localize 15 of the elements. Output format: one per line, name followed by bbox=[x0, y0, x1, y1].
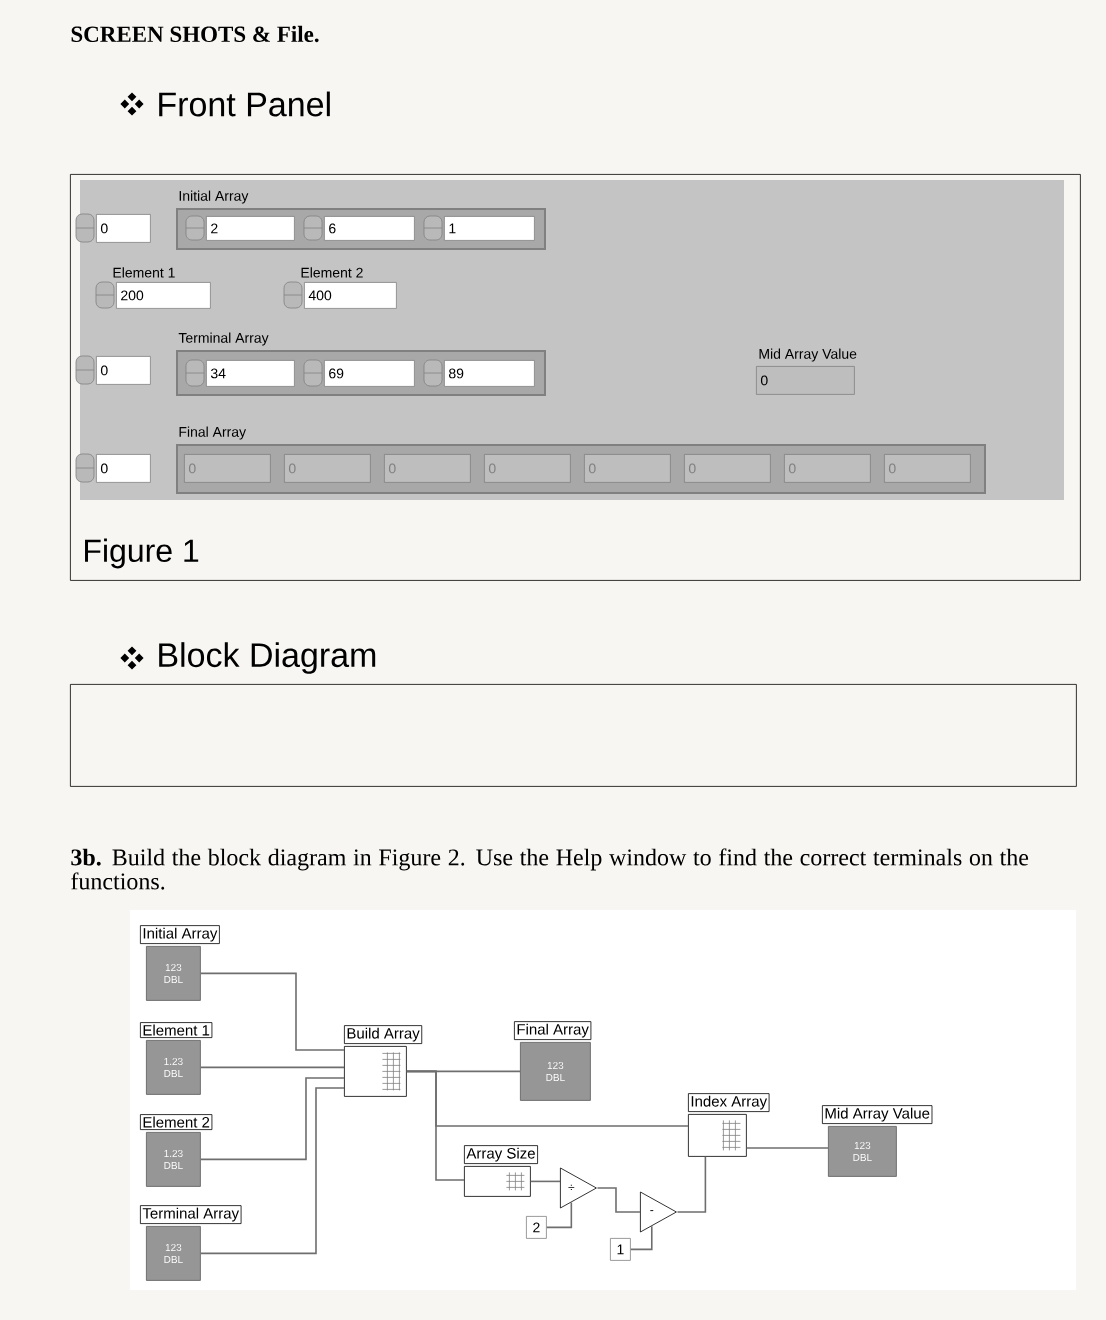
title: SCREEN SHOTS & File. bbox=[71, 25, 319, 43]
wire bbox=[746, 1147, 829, 1149]
wire bbox=[200, 1087, 345, 1255]
empty-box bbox=[70, 684, 1077, 787]
section-heading: Front Panel bbox=[159, 91, 330, 117]
wire bbox=[596, 1187, 641, 1213]
wire bbox=[630, 1225, 653, 1251]
wire bbox=[530, 1180, 561, 1183]
wire bbox=[406, 1070, 689, 1127]
wire bbox=[546, 1201, 573, 1229]
instruction-text: 3b. Build the block diagram in Figure 2. Use the Help window to find the correct terminals on the functions. bbox=[71, 848, 1029, 890]
wire bbox=[200, 972, 345, 1051]
wire bbox=[200, 1066, 345, 1069]
wire bbox=[676, 1156, 707, 1213]
wire bbox=[200, 1077, 345, 1161]
